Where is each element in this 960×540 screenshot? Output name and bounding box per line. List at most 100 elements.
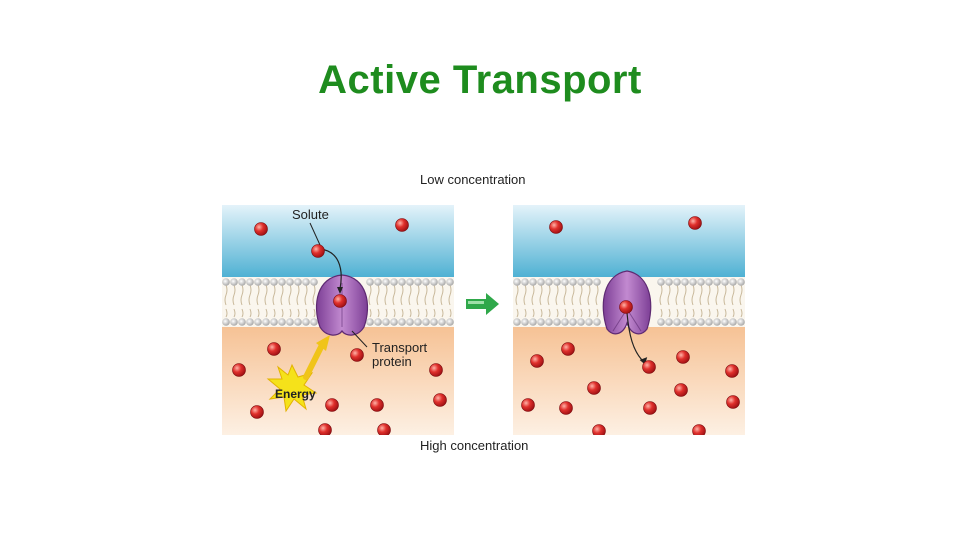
- lipid-head: [721, 278, 729, 286]
- low-concentration-label: Low concentration: [420, 172, 526, 187]
- lipid-head: [406, 278, 414, 286]
- lipid-head: [585, 318, 593, 326]
- lipid-head: [737, 318, 745, 326]
- lipid-head: [230, 278, 238, 286]
- lipid-head: [270, 318, 278, 326]
- solute-molecule: [333, 294, 347, 308]
- process-arrow-icon: [466, 293, 499, 315]
- lipid-head: [310, 278, 318, 286]
- right-panel-graphic: [513, 205, 745, 435]
- lipid-head: [705, 278, 713, 286]
- lipid-head: [681, 278, 689, 286]
- solute-molecule: [232, 363, 246, 377]
- lipid-head: [545, 318, 553, 326]
- lipid-head: [569, 318, 577, 326]
- lipid-head: [302, 278, 310, 286]
- solute-molecule: [254, 222, 268, 236]
- lipid-head: [561, 318, 569, 326]
- lipid-head: [697, 318, 705, 326]
- protein-leader-line: [351, 330, 368, 348]
- lipid-head: [286, 278, 294, 286]
- lipid-head: [398, 278, 406, 286]
- lipid-head: [438, 278, 446, 286]
- lipid-head: [521, 278, 529, 286]
- lipid-head: [414, 278, 422, 286]
- lipid-head: [430, 318, 438, 326]
- lipid-head: [537, 278, 545, 286]
- lipid-head: [390, 318, 398, 326]
- lipid-head: [529, 318, 537, 326]
- lipid-head: [382, 318, 390, 326]
- lipid-head: [545, 278, 553, 286]
- lipid-head: [681, 318, 689, 326]
- solute-molecule: [725, 364, 739, 378]
- energy-arrow: [316, 335, 330, 351]
- lipid-head: [665, 278, 673, 286]
- solute-molecule: [559, 401, 573, 415]
- solute-molecule: [311, 244, 325, 258]
- lipid-head: [593, 278, 601, 286]
- solute-leader-line: [309, 222, 321, 246]
- lipid-head: [521, 318, 529, 326]
- solute-molecule: [643, 401, 657, 415]
- solute-molecule: [395, 218, 409, 232]
- lipid-head: [689, 318, 697, 326]
- solute-path-arrow: [626, 312, 644, 362]
- transport-protein-label-line1: Transport: [372, 340, 428, 355]
- lipid-head: [689, 278, 697, 286]
- lipid-head: [513, 318, 521, 326]
- solute-molecule: [318, 423, 332, 435]
- lipid-head: [657, 318, 665, 326]
- lipid-head: [422, 278, 430, 286]
- lipid-head: [262, 278, 270, 286]
- solute-label: Solute: [292, 207, 329, 222]
- solute-molecule: [370, 398, 384, 412]
- solute-molecule: [549, 220, 563, 234]
- solute-molecule: [688, 216, 702, 230]
- lipid-head: [729, 278, 737, 286]
- lipid-head: [294, 318, 302, 326]
- solute-molecule: [530, 354, 544, 368]
- lipid-head: [286, 318, 294, 326]
- lipid-head: [414, 318, 422, 326]
- lipid-head: [366, 318, 374, 326]
- solute-molecule: [250, 405, 264, 419]
- solute-molecule: [592, 424, 606, 435]
- lipid-head: [222, 318, 230, 326]
- lipid-head: [374, 278, 382, 286]
- lipid-head: [246, 278, 254, 286]
- lipid-head: [537, 318, 545, 326]
- lipid-head: [665, 318, 673, 326]
- solute-molecule: [642, 360, 656, 374]
- lipid-head: [310, 318, 318, 326]
- left-panel-graphic: [222, 205, 454, 435]
- lipid-head: [553, 278, 561, 286]
- solute-molecule: [619, 300, 633, 314]
- lipid-head: [270, 278, 278, 286]
- lipid-head: [430, 278, 438, 286]
- lipid-head: [593, 318, 601, 326]
- lipid-head: [713, 278, 721, 286]
- lipid-head: [577, 278, 585, 286]
- lipid-head: [238, 318, 246, 326]
- lipid-head: [398, 318, 406, 326]
- solute-molecule: [692, 424, 706, 435]
- lipid-heads: [513, 278, 745, 326]
- lipid-head: [262, 318, 270, 326]
- extracellular-region: [222, 205, 454, 277]
- lipid-head: [577, 318, 585, 326]
- lipid-head: [294, 278, 302, 286]
- lipid-head: [278, 278, 286, 286]
- lipid-head: [222, 278, 230, 286]
- solute-molecules: [521, 216, 740, 435]
- lipid-head: [246, 318, 254, 326]
- solute-molecule: [587, 381, 601, 395]
- left-panel: [222, 205, 454, 435]
- slide-title: Active Transport: [318, 58, 642, 102]
- solute-molecule: [350, 348, 364, 362]
- solute-molecule: [521, 398, 535, 412]
- solute-molecule: [726, 395, 740, 409]
- lipid-head: [705, 318, 713, 326]
- lipid-head: [422, 318, 430, 326]
- lipid-head: [513, 278, 521, 286]
